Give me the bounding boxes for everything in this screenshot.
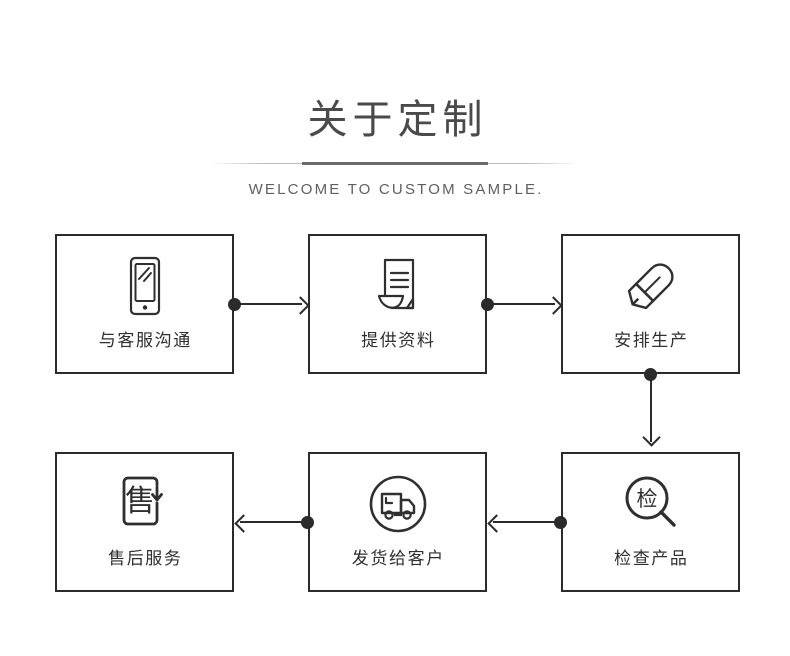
document-icon <box>310 254 485 318</box>
flow-step-label: 与客服沟通 <box>98 331 192 350</box>
arrow-left-icon <box>487 514 506 533</box>
after-sales-icon: 售 <box>57 472 232 536</box>
divider-line-core <box>302 162 488 165</box>
flow-step-communicate[interactable]: 与客服沟通 <box>55 234 234 374</box>
flow-step-provide-materials[interactable]: 提供资料 <box>308 234 487 374</box>
arrow-left-icon <box>234 514 253 533</box>
connector-step1-to-step2 <box>228 294 314 315</box>
page-subtitle: WELCOME TO CUSTOM SAMPLE. <box>248 181 544 198</box>
flow-step-ship-to-customer[interactable]: 发货给客户 <box>308 452 487 592</box>
header-divider <box>210 158 580 170</box>
flow-step-label: 提供资料 <box>361 331 436 350</box>
magnifier-inspect-icon: 检 <box>563 472 738 536</box>
flow-step-inspect-product[interactable]: 检 检查产品 <box>561 452 740 592</box>
connector-line <box>487 303 555 305</box>
flow-step-after-sales[interactable]: 售 售后服务 <box>55 452 234 592</box>
connector-line <box>493 521 561 523</box>
page-header: 关于定制 WELCOME TO CUSTOM SAMPLE. <box>0 96 790 200</box>
connector-step3-to-step4 <box>642 368 661 458</box>
connector-line <box>234 303 302 305</box>
arrow-down-icon <box>642 428 661 447</box>
flow-step-label: 发货给客户 <box>351 549 445 568</box>
flow-step-label: 检查产品 <box>614 549 689 568</box>
flow-step-arrange-production[interactable]: 安排生产 <box>561 234 740 374</box>
arrow-right-icon <box>544 296 563 315</box>
connector-line <box>650 374 652 442</box>
flow-step-label-after-sales: 售后服务 <box>108 549 183 568</box>
delivery-truck-icon <box>310 472 485 536</box>
magnifier-inner-char: 检 <box>636 488 657 511</box>
after-sales-inner-char: 售 <box>125 485 155 518</box>
arrow-right-icon <box>291 296 310 315</box>
connector-line <box>240 521 308 523</box>
flow-step-label: 安排生产 <box>614 331 689 350</box>
connector-step4-to-step5 <box>481 512 567 533</box>
page-title: 关于定制 <box>307 98 488 142</box>
pencil-icon <box>563 254 738 318</box>
smartphone-icon <box>57 254 232 318</box>
connector-step2-to-step3 <box>481 294 567 315</box>
connector-step5-to-step6 <box>228 512 314 533</box>
